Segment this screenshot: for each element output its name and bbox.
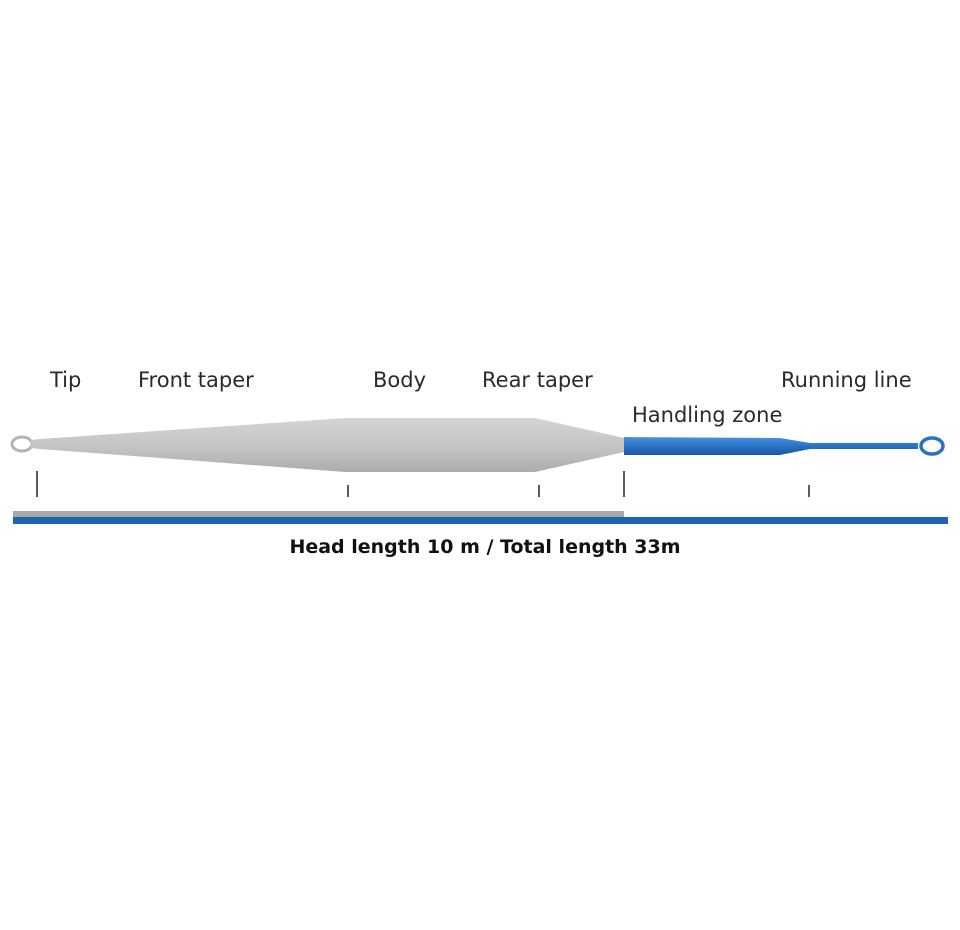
running-line-loop	[919, 436, 945, 456]
label-front-taper: Front taper	[138, 368, 254, 392]
tip-loop	[10, 435, 34, 453]
running-line	[624, 437, 918, 455]
label-body: Body	[373, 368, 426, 392]
head-length-bar	[13, 511, 624, 517]
total-length-bar	[13, 517, 948, 524]
label-rear-taper: Rear taper	[482, 368, 593, 392]
label-running-line: Running line	[781, 368, 912, 392]
line-head	[31, 418, 624, 472]
label-handling-zone: Handling zone	[632, 403, 782, 427]
length-caption: Head length 10 m / Total length 33m	[289, 536, 680, 558]
label-tip: Tip	[49, 368, 81, 392]
